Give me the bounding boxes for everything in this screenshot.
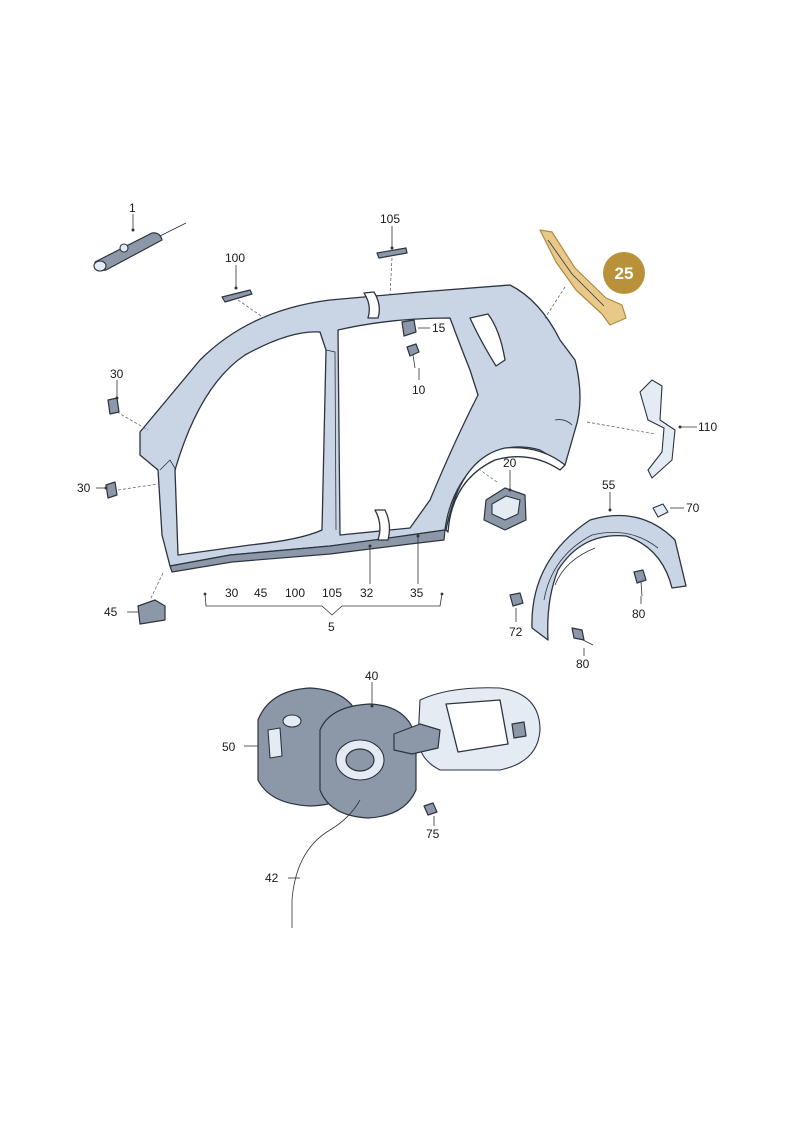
label-10: 10: [412, 383, 426, 397]
label-42: 42: [265, 871, 279, 885]
part-40-filler-flap[interactable]: [319, 687, 541, 819]
label-45: 45: [104, 605, 118, 619]
label-40: 40: [365, 669, 379, 683]
label-100-top: 100: [225, 251, 245, 265]
label-20: 20: [503, 456, 517, 470]
group-5-item: 45: [254, 586, 268, 600]
group-5-item: 105: [322, 586, 342, 600]
label-105-top: 105: [380, 212, 400, 226]
group-5-bracket: [203, 592, 444, 616]
part-55-wheel-liner[interactable]: [531, 514, 687, 641]
part-25-badge[interactable]: 25: [603, 252, 645, 294]
part-70-clip[interactable]: [652, 503, 669, 518]
part-1-tube[interactable]: [93, 222, 187, 272]
label-15: 15: [432, 321, 446, 335]
part-20-bracket[interactable]: [483, 487, 527, 531]
label-30-upper: 30: [110, 367, 124, 381]
part-10-screw[interactable]: [406, 343, 420, 369]
part-42-cable[interactable]: [291, 799, 361, 928]
part-25-reinforcement[interactable]: [539, 229, 627, 326]
label-50: 50: [222, 740, 236, 754]
part-30-clip-upper[interactable]: [107, 397, 120, 415]
part-110-bracket[interactable]: [639, 379, 676, 479]
label-80-upper: 80: [632, 607, 646, 621]
part-30-clip-lower[interactable]: [105, 481, 118, 499]
label-75: 75: [426, 827, 440, 841]
group-5-item: 32: [360, 586, 374, 600]
part-75-screw[interactable]: [423, 802, 438, 816]
label-1: 1: [129, 201, 136, 215]
side-panel[interactable]: [139, 284, 581, 573]
part-72-clip[interactable]: [509, 592, 524, 607]
group-5-item: 100: [285, 586, 305, 600]
label-72: 72: [509, 625, 523, 639]
label-70: 70: [686, 501, 700, 515]
part-45-bracket[interactable]: [137, 599, 166, 625]
label-110: 110: [698, 420, 717, 434]
group-5-label: 5: [328, 620, 335, 634]
label-30-lower: 30: [77, 481, 91, 495]
badge-25-label: 25: [615, 264, 634, 283]
part-80-screw-lower[interactable]: [571, 627, 594, 646]
label-80-lower: 80: [576, 657, 590, 671]
label-55: 55: [602, 478, 616, 492]
group-5-item: 30: [225, 586, 239, 600]
part-105-clip[interactable]: [376, 247, 408, 259]
group-5-item: 35: [410, 586, 424, 600]
part-80-screw-upper[interactable]: [633, 569, 647, 597]
part-15-nut[interactable]: [401, 319, 417, 337]
part-100-clip[interactable]: [221, 289, 253, 303]
